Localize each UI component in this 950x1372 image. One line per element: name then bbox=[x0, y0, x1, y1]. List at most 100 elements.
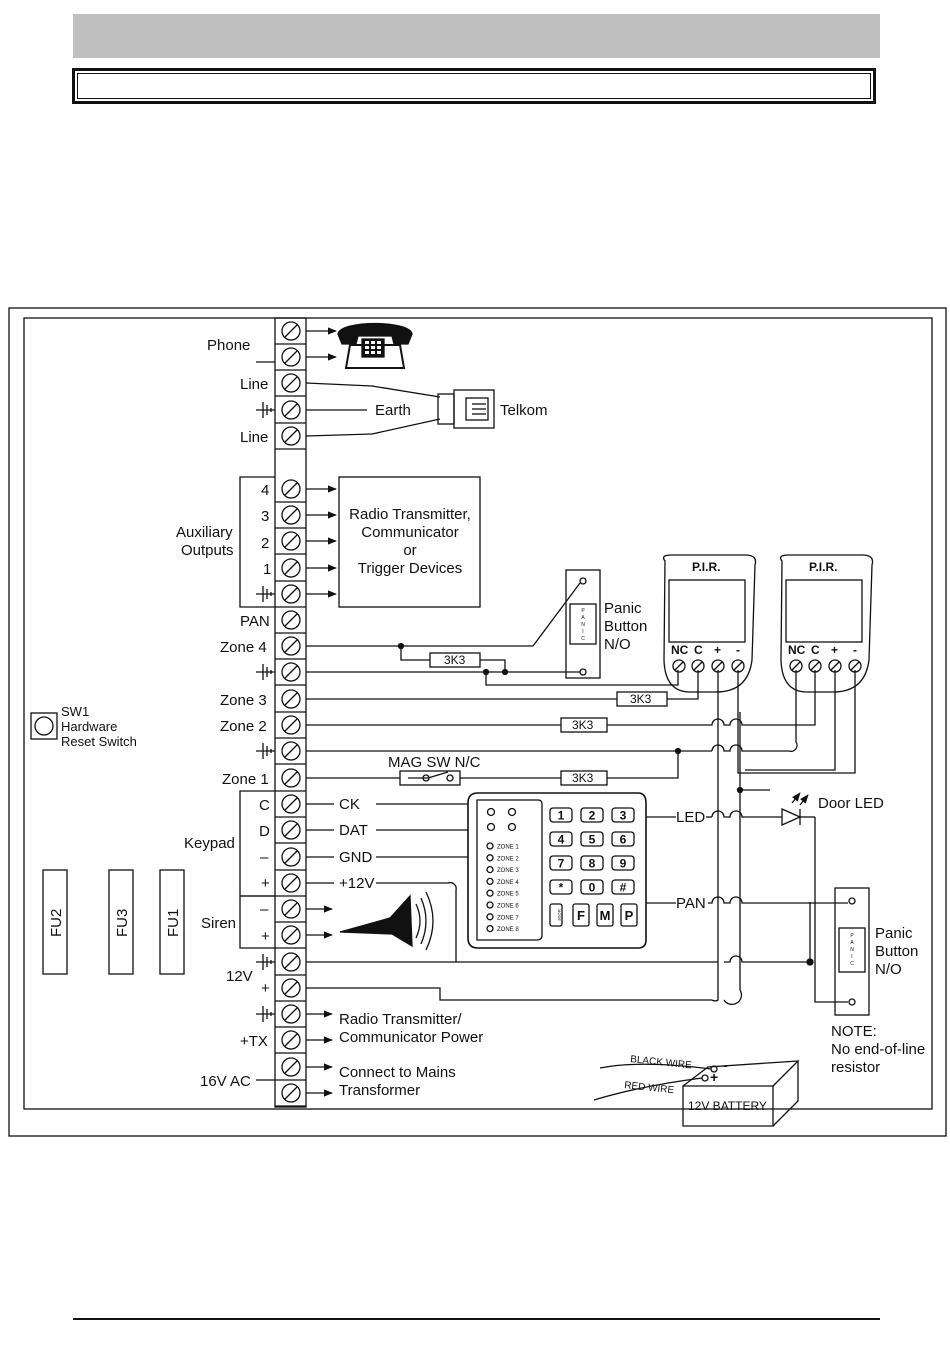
radio-box-line-3: or bbox=[403, 542, 416, 559]
keypad-key-label: 2 bbox=[589, 809, 596, 823]
radio-box-line-1: Radio Transmitter, bbox=[349, 506, 471, 523]
label-zone-2: Zone 2 bbox=[220, 718, 267, 735]
mains-line-1: Connect to Mains bbox=[339, 1064, 456, 1081]
zone-wiring bbox=[306, 670, 856, 786]
diagram-text: A bbox=[581, 615, 585, 621]
panic-top-line-2: Button bbox=[604, 618, 647, 635]
siren-icon bbox=[306, 891, 434, 951]
power-wires bbox=[306, 1010, 333, 1097]
pir-left-c: C bbox=[694, 643, 703, 657]
label-siren: Siren bbox=[201, 915, 236, 932]
label-kp-d: D bbox=[259, 823, 270, 840]
zone-led bbox=[486, 913, 494, 921]
pir-right-title: P.I.R. bbox=[809, 560, 837, 574]
keypad-key-label: 3 bbox=[620, 809, 627, 823]
ground-icon bbox=[256, 743, 275, 759]
pir-left-title: P.I.R. bbox=[692, 560, 720, 574]
label-zone-1: Zone 1 bbox=[222, 771, 269, 788]
keypad-key bbox=[611, 831, 635, 847]
function-key bbox=[572, 903, 590, 927]
keypad-key-label: 9 bbox=[620, 857, 627, 871]
reset-switch bbox=[30, 712, 58, 740]
zone-led-label: ZONE 5 bbox=[497, 892, 519, 898]
resistor-zone1-label: 3K3 bbox=[572, 771, 594, 785]
terminal-screw bbox=[281, 847, 301, 867]
diagram-text: N bbox=[581, 622, 585, 628]
function-key bbox=[596, 903, 614, 927]
pir-right-nc: NC bbox=[788, 643, 806, 657]
fuse-label-fu2: FU2 bbox=[48, 909, 65, 937]
diagram-text: C bbox=[850, 961, 854, 967]
zone-led-label: ZONE 4 bbox=[497, 880, 519, 886]
fuses bbox=[42, 869, 185, 975]
mode-key-label: MODE bbox=[557, 909, 562, 921]
footer-rule bbox=[73, 1318, 880, 1320]
terminal-screw bbox=[281, 662, 301, 682]
label-pan: PAN bbox=[240, 613, 270, 630]
pir-right-c: C bbox=[811, 643, 820, 657]
radio-transmitter-box bbox=[338, 476, 481, 608]
12v-wiring bbox=[306, 902, 814, 1006]
terminal-screw bbox=[281, 426, 301, 446]
zone-led-label: ZONE 1 bbox=[497, 845, 519, 851]
label-line-1: Line bbox=[240, 376, 268, 393]
terminal-screw bbox=[281, 321, 301, 341]
ground-icon bbox=[256, 1006, 275, 1022]
inner-frame bbox=[23, 317, 933, 1110]
terminal-screw bbox=[281, 584, 301, 604]
function-key bbox=[620, 903, 638, 927]
label-aux-1: 1 bbox=[263, 561, 271, 578]
zone-led bbox=[486, 924, 494, 933]
label-aux-2: 2 bbox=[261, 535, 269, 552]
door-led-label: Door LED bbox=[818, 795, 884, 812]
ground-icon bbox=[256, 664, 275, 680]
label-12v: 12V bbox=[226, 968, 253, 985]
label-keypad: Keypad bbox=[184, 835, 235, 852]
terminal-screw bbox=[281, 610, 301, 630]
terminal-screw bbox=[281, 347, 301, 367]
label-phone: Phone bbox=[207, 337, 250, 354]
keypad-key-label: 7 bbox=[558, 857, 565, 871]
function-key-label: F bbox=[577, 908, 585, 923]
diagram-text: P bbox=[850, 933, 854, 939]
radio-box-line-2: Communicator bbox=[361, 524, 459, 541]
terminal-screw bbox=[281, 978, 301, 998]
wire-label-ck: CK bbox=[339, 796, 360, 813]
label-16v-ac: 16V AC bbox=[200, 1073, 251, 1090]
pir-right-minus: - bbox=[853, 643, 857, 657]
title-box bbox=[72, 68, 876, 104]
keypad-key bbox=[611, 879, 635, 895]
terminal-screw bbox=[281, 1083, 301, 1103]
label-line-2: Line bbox=[240, 429, 268, 446]
battery-plus: + bbox=[710, 1069, 718, 1085]
zone4-wiring bbox=[306, 642, 679, 686]
terminal-screw bbox=[281, 689, 301, 709]
panic-top-line-1: Panic bbox=[604, 600, 642, 617]
panic-bottom-line-1: Panic bbox=[875, 925, 913, 942]
ground-icon bbox=[256, 402, 275, 418]
zone-led bbox=[486, 889, 494, 897]
telkom-plug-icon bbox=[305, 382, 495, 437]
keypad-key-label: * bbox=[559, 881, 564, 895]
label-kp-c: C bbox=[259, 797, 270, 814]
label-kp-minus: – bbox=[260, 849, 269, 866]
keypad-key bbox=[549, 855, 573, 871]
label-aux-outputs-1: Auxiliary bbox=[176, 524, 233, 541]
terminal-strip bbox=[274, 317, 307, 1108]
terminal-screw bbox=[281, 1057, 301, 1077]
keypad-key-label: # bbox=[620, 881, 627, 895]
keypad-key bbox=[549, 831, 573, 847]
function-key-label: P bbox=[625, 908, 634, 923]
pir-left-minus: - bbox=[736, 643, 740, 657]
zone-led-label: ZONE 6 bbox=[497, 904, 519, 910]
battery-icon bbox=[593, 1060, 800, 1127]
terminal-screw bbox=[281, 636, 301, 656]
radio-power-line-2: Communicator Power bbox=[339, 1029, 483, 1046]
panic-bottom-line-3: N/O bbox=[875, 961, 902, 978]
terminal-screw bbox=[281, 558, 301, 578]
keypad-key bbox=[580, 831, 604, 847]
keypad-key-label: 5 bbox=[589, 833, 596, 847]
keypad-key bbox=[611, 855, 635, 871]
mag-switch-label: MAG SW N/C bbox=[388, 754, 481, 771]
